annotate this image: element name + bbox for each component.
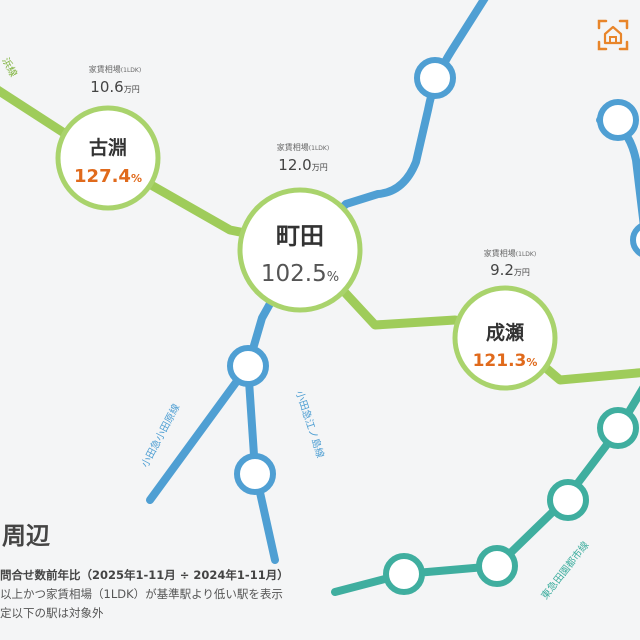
legend-note: 問合せ数前年比（2025年1-11月 ÷ 2024年1-11月） xyxy=(0,568,289,582)
svg-text:家賃相場(1LDK): 家賃相場(1LDK) xyxy=(89,64,141,74)
inquiry-ratio: 121.3% xyxy=(473,351,538,371)
legend-notes: 問合せ数前年比（2025年1-11月 ÷ 2024年1-11月） 以上かつ家賃相… xyxy=(0,566,289,623)
station-node[interactable] xyxy=(476,545,518,587)
home-search-icon[interactable] xyxy=(596,18,630,52)
svg-text:10.6万円: 10.6万円 xyxy=(90,78,139,96)
line-label-yokohama: 浜線 xyxy=(0,55,20,79)
svg-text:12.0万円: 12.0万円 xyxy=(278,156,327,174)
station-node[interactable] xyxy=(547,479,589,521)
station-naruse[interactable]: 成瀬 121.3% xyxy=(452,285,558,391)
rent-callout-machida: 家賃相場(1LDK) 12.0万円 xyxy=(277,142,329,174)
station-name: 古淵 xyxy=(89,136,127,159)
inquiry-ratio: 127.4% xyxy=(74,166,142,187)
station-node[interactable] xyxy=(597,99,639,141)
svg-text:9.2万円: 9.2万円 xyxy=(490,261,530,279)
svg-text:家賃相場(1LDK): 家賃相場(1LDK) xyxy=(484,248,536,258)
line-label-odakyu-enoshima: 小田急江ノ島線 xyxy=(293,389,327,460)
home-icon xyxy=(597,19,629,51)
station-node[interactable] xyxy=(227,345,269,387)
station-machida[interactable]: 町田 102.5% xyxy=(237,187,363,313)
rent-callout-kobuchi: 家賃相場(1LDK) 10.6万円 xyxy=(89,64,141,96)
station-kobuchi[interactable]: 古淵 127.4% xyxy=(55,105,161,211)
station-node[interactable] xyxy=(383,553,425,595)
station-node[interactable] xyxy=(414,57,456,99)
legend-note: 定以下の駅は対象外 xyxy=(0,606,104,620)
legend-note: 以上かつ家賃相場（1LDK）が基準駅より低い駅を表示 xyxy=(0,587,283,601)
rent-callout-naruse: 家賃相場(1LDK) 9.2万円 xyxy=(484,248,536,279)
svg-text:家賃相場(1LDK): 家賃相場(1LDK) xyxy=(277,142,329,152)
station-node[interactable] xyxy=(597,407,639,449)
station-name: 町田 xyxy=(276,222,324,250)
legend-title: 周辺 xyxy=(2,522,50,550)
inquiry-ratio: 102.5% xyxy=(261,261,339,287)
station-name: 成瀬 xyxy=(486,321,524,344)
line-label-denentoshi: 東急田園都市線 xyxy=(538,539,591,602)
station-node[interactable] xyxy=(630,223,640,257)
station-node[interactable] xyxy=(234,453,276,495)
